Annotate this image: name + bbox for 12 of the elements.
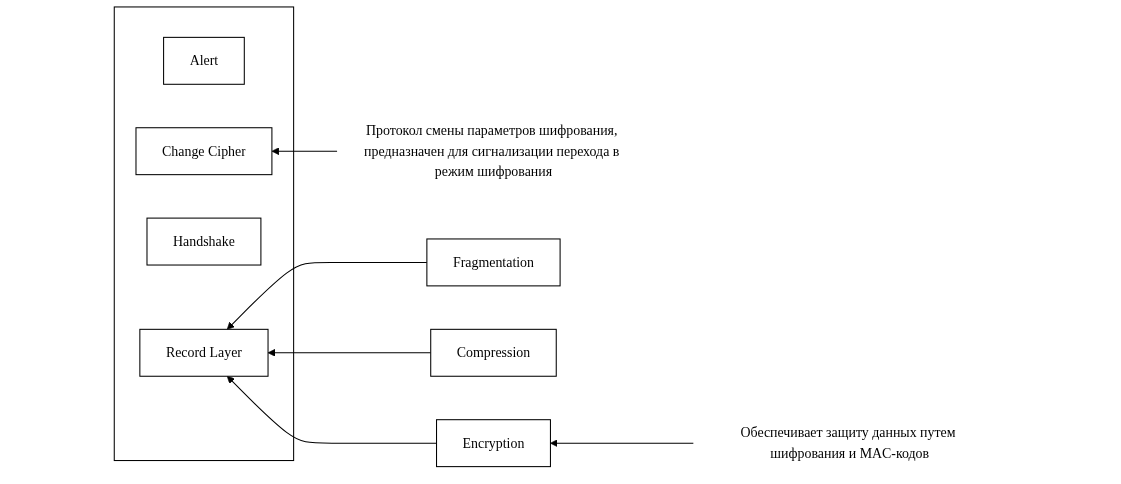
arrow [550,439,695,447]
cluster [114,6,295,462]
node-box: Encryption [436,419,552,468]
node-box: Change Cipher [135,127,273,176]
node-text: Протокол смены параметров шифрования, предназначен для сигнализации перехода в режим шифрования [364,122,620,179]
arrow [227,261,428,330]
node-box: Fragmentation [426,238,561,287]
node-box: Compression [430,328,558,377]
node-text: Обеспечивает защиту данных путем шифрования и MAC-кодов [740,424,956,461]
node-box: Record Layer [139,328,269,377]
node-box: Handshake [146,217,262,266]
node-box: Alert [163,36,246,85]
